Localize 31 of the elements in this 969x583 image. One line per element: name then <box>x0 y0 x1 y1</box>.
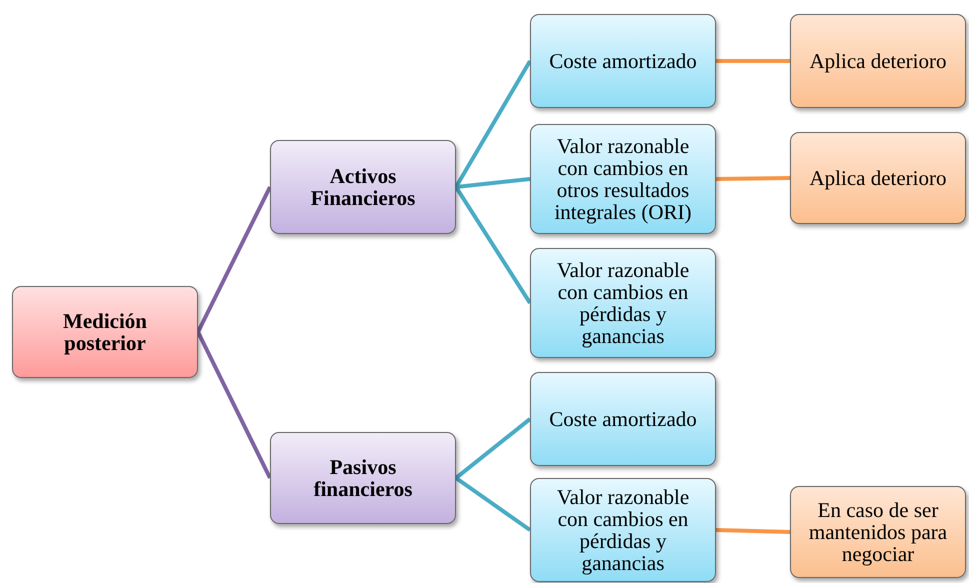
note-box <box>790 132 966 224</box>
node-text: Valor razonable con cambios en otros resultados integrales (ORI) <box>553 134 693 224</box>
connector-line <box>454 186 532 304</box>
connector-line <box>716 59 790 63</box>
category-box <box>270 140 456 234</box>
note-box <box>790 486 966 578</box>
connector-line <box>716 528 790 534</box>
node-text: Medición posterior <box>62 310 148 354</box>
connector-line <box>456 177 530 189</box>
node-text: Coste amortizado <box>549 50 697 72</box>
category-box <box>270 432 456 524</box>
measurement-box <box>530 124 716 234</box>
measurement-box <box>530 248 716 358</box>
connector-line <box>716 176 790 181</box>
connector-line <box>196 186 272 333</box>
measurement-box <box>530 478 716 582</box>
node-text: Coste amortizado <box>549 408 697 430</box>
node-text: Aplica deterioro <box>809 166 947 190</box>
connector-line <box>196 331 272 479</box>
node-text: Valor razonable con cambios en pérdidas y ganancias <box>556 258 690 348</box>
node-text: En caso de ser mantenidos para negociar <box>808 498 948 566</box>
node-text: Activos Financieros <box>310 164 416 210</box>
root-box <box>12 286 198 378</box>
measurement-box <box>530 14 716 108</box>
node-text: Aplica deterioro <box>809 50 947 72</box>
connector-line <box>454 476 532 532</box>
connector-line <box>454 417 532 480</box>
node-text: Valor razonable con cambios en pérdidas y ganancias <box>556 486 690 574</box>
note-box <box>790 14 966 108</box>
node-text: Pasivos financieros <box>312 456 414 500</box>
measurement-box <box>530 372 716 466</box>
